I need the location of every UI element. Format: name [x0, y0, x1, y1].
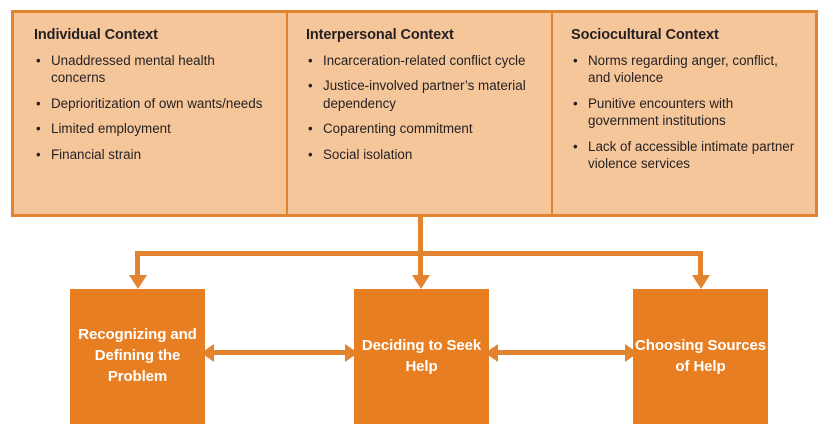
- bullet-icon: •: [36, 53, 41, 68]
- list-item: • Limited employment: [34, 120, 270, 137]
- context-column-title: Individual Context: [34, 27, 158, 43]
- connector-drop-left: [135, 251, 140, 277]
- list-item-text: Incarceration-related conflict cycle: [323, 53, 526, 68]
- bidirectional-arrow-right: [485, 343, 638, 362]
- list-item: • Incarceration-related conflict cycle: [306, 52, 535, 69]
- list-item: • Financial strain: [34, 146, 270, 163]
- list-item: • Social isolation: [306, 146, 535, 163]
- list-item: • Norms regarding anger, conflict, and v…: [571, 52, 799, 87]
- arrow-down-icon: [691, 275, 710, 289]
- list-item: • Deprioritization of own wants/needs: [34, 95, 270, 112]
- list-item-text: Norms regarding anger, conflict, and vio…: [588, 53, 778, 86]
- list-item: • Unaddressed mental health concerns: [34, 52, 270, 87]
- bullet-icon: •: [308, 78, 313, 94]
- bullet-icon: •: [573, 53, 578, 68]
- list-item-text: Justice-involved partner’s material depe…: [323, 78, 526, 111]
- connector-drop-right: [698, 251, 703, 277]
- stage-box-label: Recognizing and Defining the Problem: [78, 326, 197, 385]
- list-item-text: Deprioritization of own wants/needs: [51, 95, 263, 111]
- stage-box-choosing: Choosing Sources of Help: [633, 289, 768, 424]
- bullet-icon: •: [573, 95, 578, 111]
- list-item: • Lack of accessible intimate partner vi…: [571, 138, 799, 173]
- bullet-icon: •: [36, 146, 41, 162]
- bullet-icon: •: [36, 95, 41, 111]
- context-column-interpersonal: Interpersonal Context • Incarceration-re…: [286, 13, 551, 214]
- stage-box-deciding: Deciding to Seek Help: [354, 289, 489, 424]
- bullet-icon: •: [573, 138, 578, 154]
- bullet-icon: •: [308, 53, 313, 68]
- bullet-icon: •: [308, 146, 313, 162]
- context-column-title: Sociocultural Context: [571, 27, 719, 43]
- list-item: • Justice-involved partner’s material de…: [306, 77, 535, 112]
- list-item-text: Lack of accessible intimate partner viol…: [588, 138, 795, 172]
- stage-box-label: Deciding to Seek Help: [361, 336, 482, 375]
- context-bullet-list: • Incarceration-related conflict cycle •…: [306, 52, 535, 163]
- stage-box-label: Choosing Sources of Help: [635, 336, 766, 375]
- arrow-down-icon: [411, 275, 430, 289]
- list-item-text: Financial strain: [51, 146, 142, 162]
- connector-drop-center: [418, 251, 423, 277]
- bullet-icon: •: [308, 121, 313, 137]
- bidirectional-arrow-left: [201, 343, 358, 362]
- list-item-text: Unaddressed mental health concerns: [51, 53, 215, 86]
- list-item-text: Coparenting commitment: [323, 121, 473, 137]
- context-bullet-list: • Norms regarding anger, conflict, and v…: [571, 52, 799, 173]
- list-item: • Coparenting commitment: [306, 120, 535, 137]
- connector-stem: [418, 217, 423, 255]
- context-bullet-list: • Unaddressed mental health concerns • D…: [34, 52, 270, 163]
- context-column-title: Interpersonal Context: [306, 27, 454, 43]
- list-item-text: Limited employment: [51, 121, 171, 137]
- list-item-text: Punitive encounters with government inst…: [588, 95, 734, 129]
- list-item-text: Social isolation: [323, 146, 413, 162]
- context-column-sociocultural: Sociocultural Context • Norms regarding …: [551, 13, 815, 214]
- arrow-down-icon: [128, 275, 147, 289]
- bullet-icon: •: [36, 121, 41, 137]
- context-column-individual: Individual Context • Unaddressed mental …: [14, 13, 286, 214]
- list-item: • Punitive encounters with government in…: [571, 95, 799, 130]
- context-container: Individual Context • Unaddressed mental …: [11, 10, 818, 217]
- stage-box-recognizing: Recognizing and Defining the Problem: [70, 289, 205, 424]
